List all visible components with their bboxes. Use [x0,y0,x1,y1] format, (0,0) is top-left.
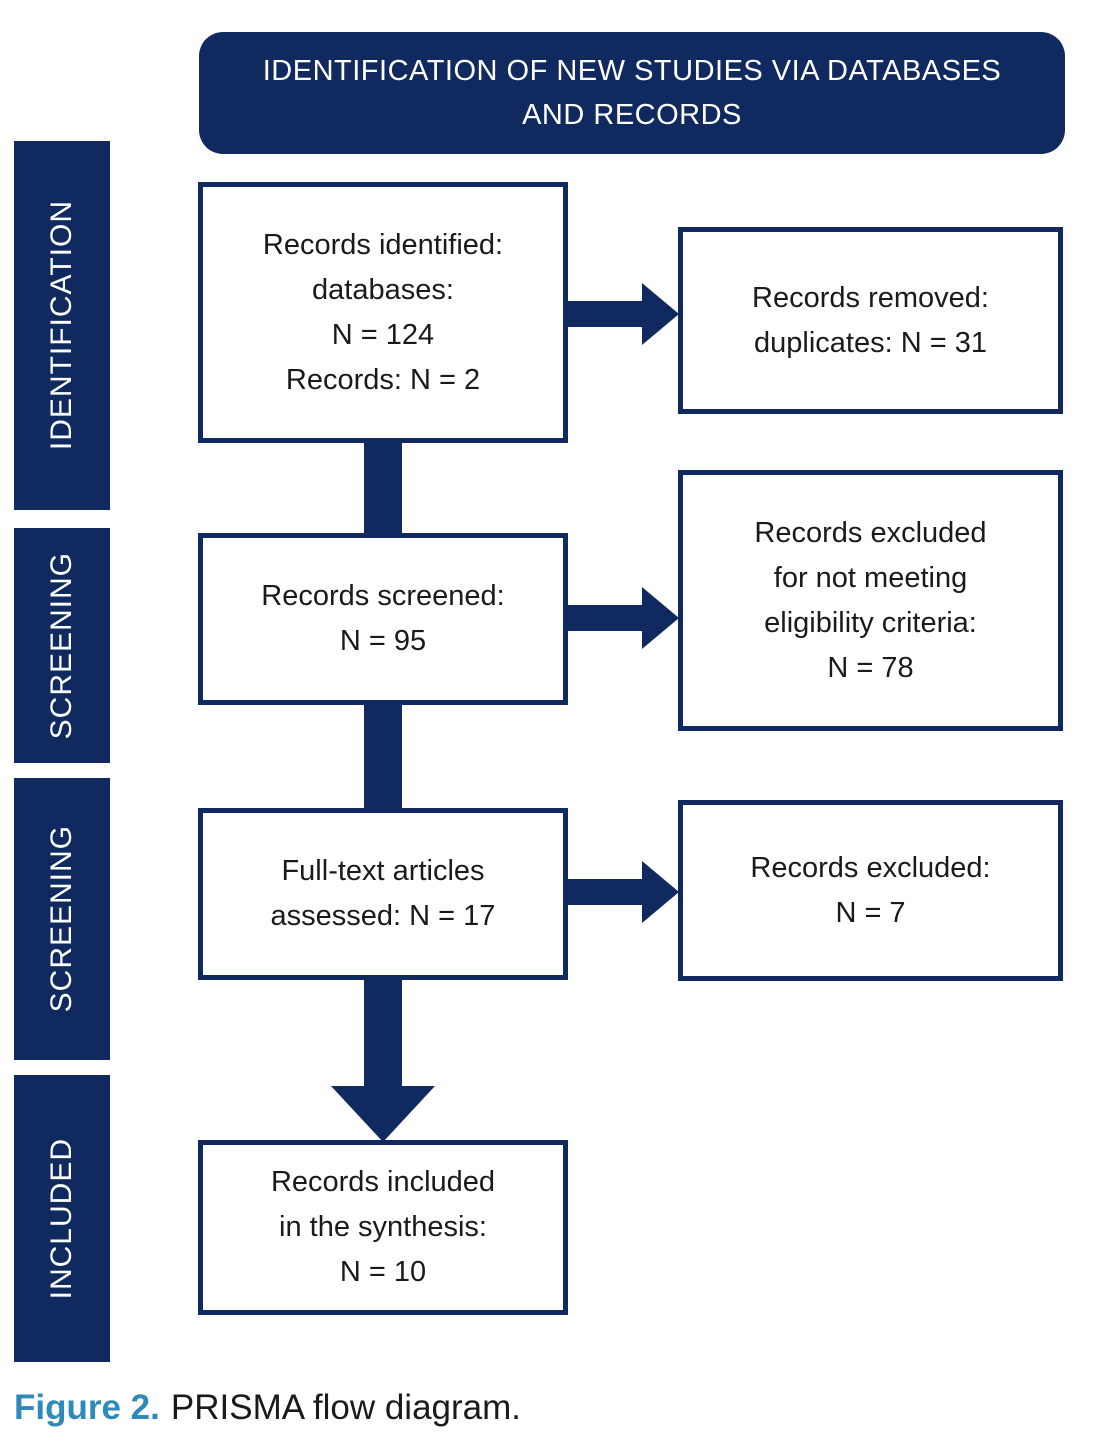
stage-label-screening-1: SCREENING [45,551,78,740]
stage-label-identification: IDENTIFICATION [45,200,78,451]
stage-bar-included: INCLUDED [14,1075,110,1362]
arrow-right-icon-2 [642,587,679,649]
arrow-right-shaft-2 [566,605,644,631]
flow-box-records-identified: Records identified: databases: N = 124 R… [198,182,568,443]
arrow-right-icon-3 [642,861,679,923]
diagram-title-banner: IDENTIFICATION OF NEW STUDIES VIA DATABA… [199,32,1065,154]
stage-label-screening-2: SCREENING [45,825,78,1013]
flow-box-records-excluded: Records excluded: N = 7 [678,800,1063,981]
figure-caption: Figure 2. PRISMA flow diagram. [14,1388,521,1428]
flow-box-fulltext-assessed: Full-text articles assessed: N = 17 [198,808,568,980]
arrow-right-icon-1 [642,283,679,345]
arrow-right-shaft-3 [566,879,644,905]
flow-box-records-removed-duplicates: Records removed: duplicates: N = 31 [678,227,1063,414]
figure-caption-label: Figure 2. [14,1388,160,1427]
stage-bar-screening-1: SCREENING [14,528,110,763]
stage-bar-screening-2: SCREENING [14,778,110,1060]
stage-bar-identification: IDENTIFICATION [14,141,110,510]
flow-box-records-excluded-eligibility: Records excluded for not meeting eligibi… [678,470,1063,731]
flow-box-records-screened: Records screened: N = 95 [198,533,568,705]
stage-label-included: INCLUDED [45,1137,78,1300]
figure-caption-text: PRISMA flow diagram. [170,1388,521,1427]
arrow-down-shaft [364,978,402,1088]
arrow-right-shaft-1 [566,301,644,327]
connector-identified-to-screened [364,441,402,535]
flow-box-records-included: Records included in the synthesis: N = 1… [198,1140,568,1315]
connector-screened-to-fulltext [364,703,402,810]
arrow-down-icon [331,1086,435,1142]
